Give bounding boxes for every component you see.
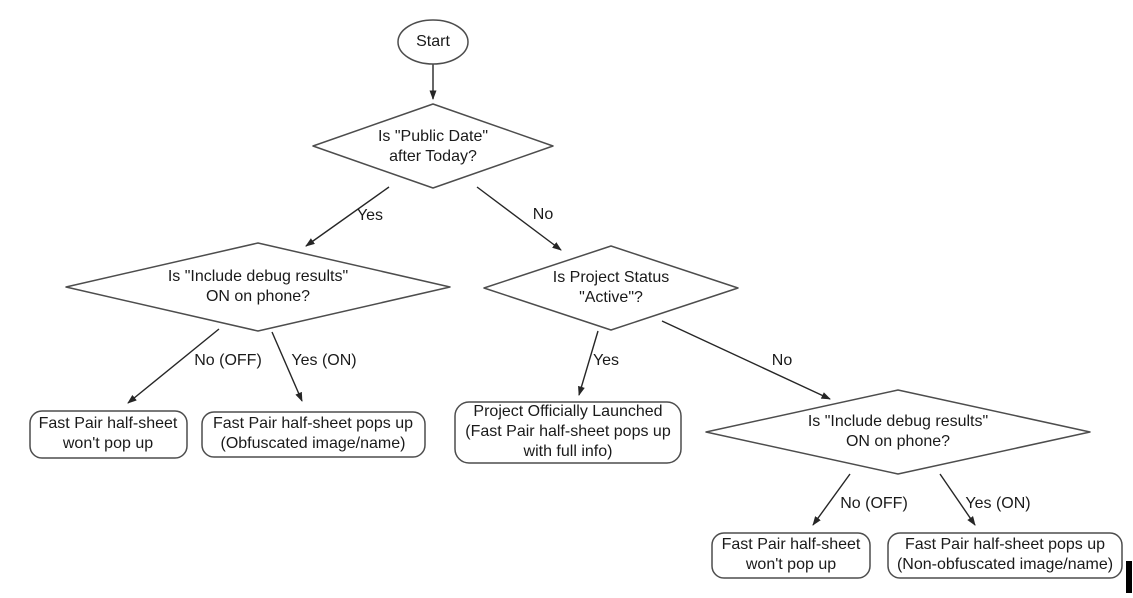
edge-label-debug-right-yes-on: Yes (ON) (965, 495, 1031, 512)
edge-label-debug-left-no-off: No (OFF) (194, 352, 262, 369)
edge-public-date-yes (305, 186, 390, 247)
edge-label-public-date-no: No (532, 206, 554, 223)
result-wont-popup-right-label: Fast Pair half-sheet won't pop up (721, 536, 861, 573)
result-wont-popup-left-shape (29, 410, 188, 459)
edge-debug-left-no-off (127, 328, 220, 404)
edge-project-status-no (661, 320, 831, 400)
edge-debug-right-no-off (812, 473, 851, 526)
decision-debug-right-label: Is "Include debug results" ON on phone? (807, 413, 989, 450)
edge-label-project-status-yes: Yes (592, 352, 620, 369)
edge-label-debug-right-no-off: No (OFF) (840, 495, 908, 512)
edge-label-project-status-no: No (771, 352, 793, 369)
result-obfuscated-shape (201, 411, 426, 458)
decision-project-status-label: Is Project Status "Active"? (552, 269, 670, 306)
edge-label-debug-left-yes-on: Yes (ON) (291, 352, 357, 369)
result-wont-popup-left-label: Fast Pair half-sheet won't pop up (38, 415, 178, 452)
edge-debug-right-yes-on (939, 473, 976, 526)
result-non-obfuscated-label: Fast Pair half-sheet pops up (Non-obfusc… (896, 536, 1114, 573)
decision-debug-left-shape (65, 242, 451, 332)
result-obfuscated-label: Fast Pair half-sheet pops up (Obfuscated… (212, 415, 414, 452)
result-launched-shape (454, 401, 682, 464)
decision-debug-right-shape (705, 389, 1091, 475)
start-terminator-shape (397, 19, 469, 65)
decision-debug-left-label: Is "Include debug results" ON on phone? (167, 268, 349, 305)
result-launched-label: Project Officially Launched (Fast Pair h… (465, 403, 671, 460)
decision-public-date-label: Is "Public Date" after Today? (377, 128, 489, 165)
decision-project-status-shape (483, 245, 739, 331)
start-terminator-label: Start (416, 33, 450, 50)
edge-label-public-date-yes: Yes (356, 207, 384, 224)
edge-project-status-yes (578, 330, 599, 396)
result-non-obfuscated-shape (887, 532, 1123, 579)
edge-debug-left-yes-on (271, 331, 303, 402)
edge-public-date-no (476, 186, 562, 251)
text-cursor-artifact (1126, 561, 1132, 593)
result-wont-popup-right-shape (711, 532, 871, 579)
decision-public-date-shape (312, 103, 554, 189)
